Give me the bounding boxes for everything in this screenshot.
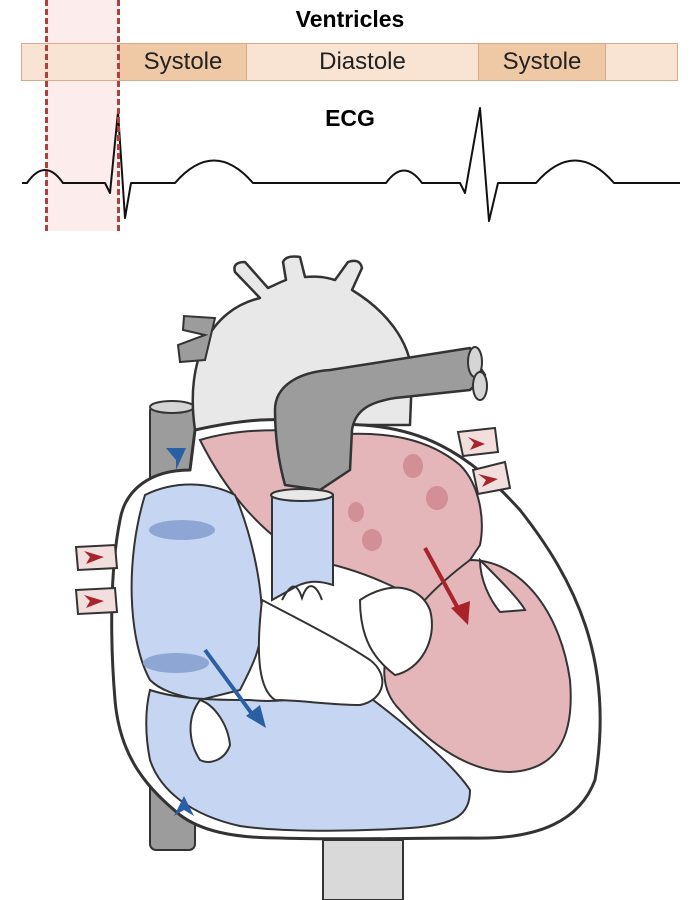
ascending-aorta bbox=[273, 346, 487, 492]
ecg-title: ECG bbox=[325, 105, 375, 131]
time-marker-right bbox=[117, 0, 120, 231]
ecg-waveform bbox=[22, 107, 680, 222]
red-flow-arrow bbox=[423, 547, 462, 613]
interventricular-septum bbox=[257, 598, 384, 707]
time-marker-left bbox=[45, 0, 48, 231]
current-phase-highlight bbox=[46, 0, 119, 231]
right-ventricle bbox=[145, 688, 472, 832]
blue-inflow-arrow bbox=[166, 448, 186, 470]
ecg-trace bbox=[22, 107, 680, 222]
ventricles-title: Ventricles bbox=[295, 6, 405, 32]
red-inflow-arrow bbox=[468, 437, 485, 450]
descending-aorta bbox=[322, 839, 404, 900]
red-inflow-arrow bbox=[478, 474, 498, 487]
blue-inflow-arrow bbox=[174, 796, 194, 816]
phase-segment-systole: Systole bbox=[478, 43, 606, 81]
phase-segment bbox=[605, 43, 678, 81]
blue-flow-arrow bbox=[203, 648, 257, 720]
red-inflow-arrow bbox=[84, 595, 104, 608]
phase-segment-diastole: Diastole bbox=[246, 43, 479, 81]
phase-segment bbox=[21, 43, 120, 81]
pulmonary-trunk bbox=[271, 494, 334, 602]
heart-illustration bbox=[74, 255, 602, 900]
ventricle-phase-bar: Systole Diastole Systole bbox=[21, 43, 678, 81]
red-inflow-arrow bbox=[84, 551, 104, 564]
